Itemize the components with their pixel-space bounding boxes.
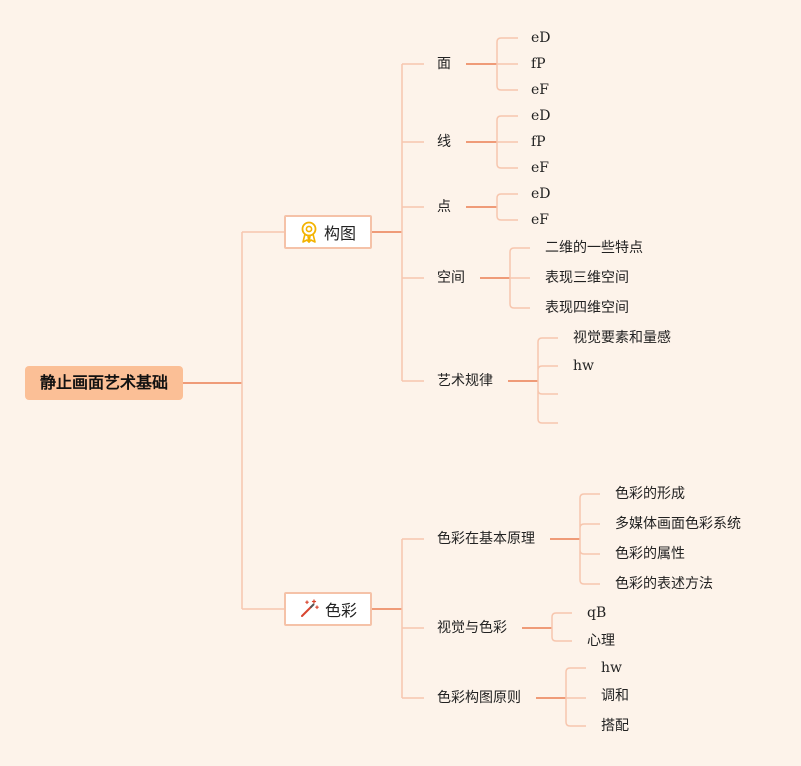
- topic-color-composition-rules[interactable]: 色彩构图原则: [437, 690, 521, 706]
- leaf-node[interactable]: fP: [531, 56, 546, 72]
- leaf-node[interactable]: 多媒体画面色彩系统: [615, 516, 741, 532]
- award-ribbon-icon: [301, 221, 317, 243]
- branch-node-color[interactable]: 色彩: [284, 592, 372, 626]
- leaf-node[interactable]: qB: [587, 605, 607, 621]
- leaf-node[interactable]: 调和: [601, 688, 629, 704]
- topic-space[interactable]: 空间: [437, 270, 465, 286]
- leaf-node[interactable]: 色彩的表述方法: [615, 576, 713, 592]
- branch-label: 构图: [323, 224, 356, 243]
- leaf-node[interactable]: eF: [531, 160, 549, 176]
- leaf-node[interactable]: eD: [531, 30, 551, 46]
- leaf-node[interactable]: hw: [601, 660, 622, 676]
- branch-node-composition[interactable]: 构图: [284, 215, 372, 249]
- topic-surface[interactable]: 面: [437, 56, 451, 72]
- magic-wand-icon: [300, 599, 319, 617]
- topic-color-principles[interactable]: 色彩在基本原理: [437, 531, 535, 547]
- leaf-node[interactable]: 表现四维空间: [545, 300, 629, 316]
- leaf-node[interactable]: eF: [531, 212, 549, 228]
- leaf-node[interactable]: 色彩的属性: [615, 546, 685, 562]
- leaf-node[interactable]: hw: [573, 358, 594, 374]
- leaf-node[interactable]: 表现三维空间: [545, 270, 629, 286]
- leaf-node[interactable]: 心理: [587, 633, 615, 649]
- leaf-node[interactable]: eD: [531, 186, 551, 202]
- leaf-node[interactable]: eF: [531, 82, 549, 98]
- topic-vision-color[interactable]: 视觉与色彩: [437, 620, 507, 636]
- leaf-node[interactable]: eD: [531, 108, 551, 124]
- topic-art-rules[interactable]: 艺术规律: [437, 373, 493, 389]
- topic-line[interactable]: 线: [437, 134, 451, 150]
- branch-label: 色彩: [324, 601, 357, 620]
- leaf-node[interactable]: 视觉要素和量感: [573, 330, 671, 346]
- leaf-node[interactable]: 二维的一些特点: [545, 240, 643, 256]
- topic-point[interactable]: 点: [437, 199, 451, 215]
- root-node[interactable]: 静止画面艺术基础: [25, 366, 183, 400]
- leaf-node[interactable]: fP: [531, 134, 546, 150]
- leaf-node[interactable]: 搭配: [601, 718, 629, 734]
- leaf-node[interactable]: 色彩的形成: [615, 486, 685, 502]
